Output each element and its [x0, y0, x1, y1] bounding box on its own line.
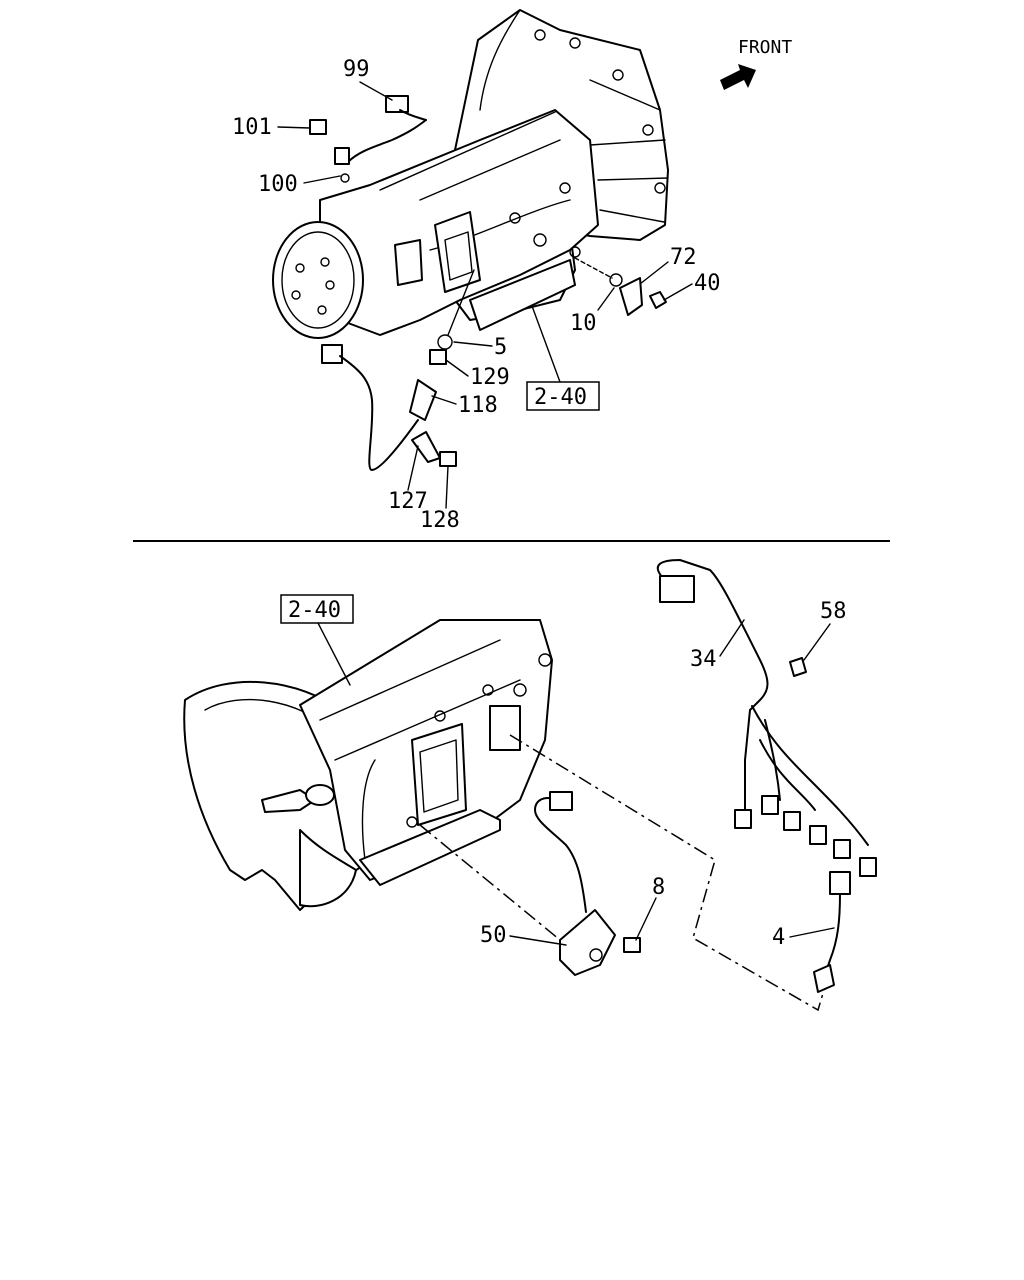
callout-99: 99 [343, 57, 370, 82]
callout-10: 10 [570, 311, 597, 336]
transmission-bottom [183, 559, 877, 1012]
nut-40 [649, 291, 667, 309]
connector-4 [829, 871, 851, 895]
ref-box-top-text: 2-40 [534, 385, 587, 410]
callout-50: 50 [480, 923, 507, 948]
callout-72: 72 [670, 245, 697, 270]
bolt-8 [623, 937, 641, 953]
callout-4: 4 [772, 925, 785, 950]
front-label: FRONT [738, 37, 792, 58]
callout-8: 8 [652, 875, 665, 900]
bolt-58 [789, 657, 807, 677]
washer-100 [340, 173, 350, 183]
sensor-50 [559, 909, 616, 976]
connector-top-harness [321, 344, 343, 364]
callout-58: 58 [820, 599, 847, 624]
callout-118: 118 [458, 393, 498, 418]
ref-box-bottom: 2-40 [280, 594, 354, 686]
callout-5: 5 [494, 335, 507, 360]
callout-101: 101 [232, 115, 272, 140]
callouts: 99 101 100 72 40 10 5 129 118 127 128 58… [232, 57, 847, 950]
bolt-101 [309, 119, 327, 135]
bolt-128 [439, 451, 457, 467]
clip-127 [411, 431, 441, 463]
ring-5 [437, 334, 453, 350]
transmission-top [272, 9, 669, 471]
connector-34 [659, 575, 695, 603]
washer-10 [609, 273, 623, 287]
callout-129: 129 [470, 365, 510, 390]
callout-128: 128 [420, 508, 460, 533]
front-arrow-icon [720, 64, 756, 90]
ref-box-bottom-text: 2-40 [288, 598, 341, 623]
sensor-129 [429, 349, 447, 365]
callout-127: 127 [388, 489, 428, 514]
bracket-72 [619, 277, 643, 316]
callout-34: 34 [690, 647, 717, 672]
connector-118 [409, 379, 437, 421]
callout-40: 40 [694, 271, 721, 296]
callout-100: 100 [258, 172, 298, 197]
sensor-4 [813, 964, 835, 993]
ref-box-top: 2-40 [526, 381, 600, 411]
connector-50 [549, 791, 573, 811]
